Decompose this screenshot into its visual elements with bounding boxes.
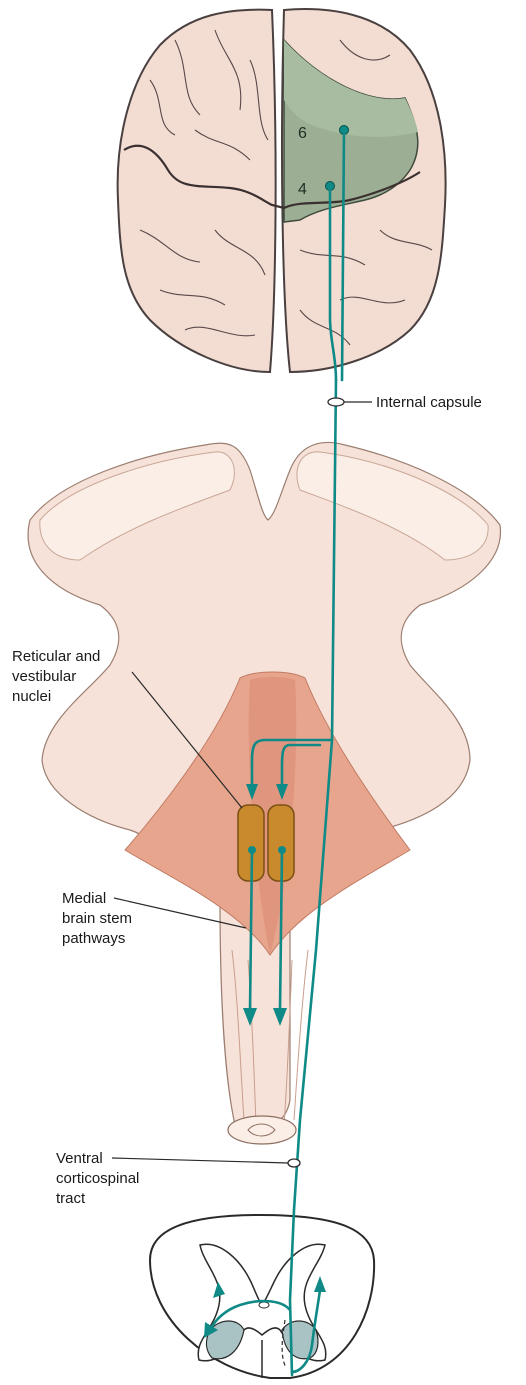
internal-capsule-marker [328, 398, 344, 406]
medial-label-line-2: brain stem [62, 910, 132, 927]
reticular-label-line-3: nuclei [12, 688, 51, 705]
ventral-label-line-2: corticospinal [56, 1170, 139, 1187]
medial-label-line-1: Medial [62, 890, 106, 907]
ventral-tract-callout: Ventral corticospinal tract [56, 1150, 300, 1207]
medial-label-line-3: pathways [62, 930, 125, 947]
area-4-label: 4 [298, 181, 307, 198]
area-6-label: 6 [298, 125, 307, 142]
cerebral-hemispheres: 6 4 [118, 9, 446, 372]
brain-stem [28, 442, 500, 1144]
ventral-label-line-1: Ventral [56, 1150, 103, 1167]
reticular-label-line-2: vestibular [12, 668, 76, 685]
ventral-label-line-3: tract [56, 1190, 86, 1207]
central-canal [259, 1302, 269, 1308]
spinal-cord-cross-section [150, 1215, 374, 1378]
reticular-label-line-1: Reticular and [12, 648, 100, 665]
cut-cord-end [228, 1116, 296, 1144]
ventral-tract-marker [288, 1159, 300, 1167]
internal-capsule-label: Internal capsule [376, 394, 482, 411]
internal-capsule-callout: Internal capsule [328, 394, 482, 411]
